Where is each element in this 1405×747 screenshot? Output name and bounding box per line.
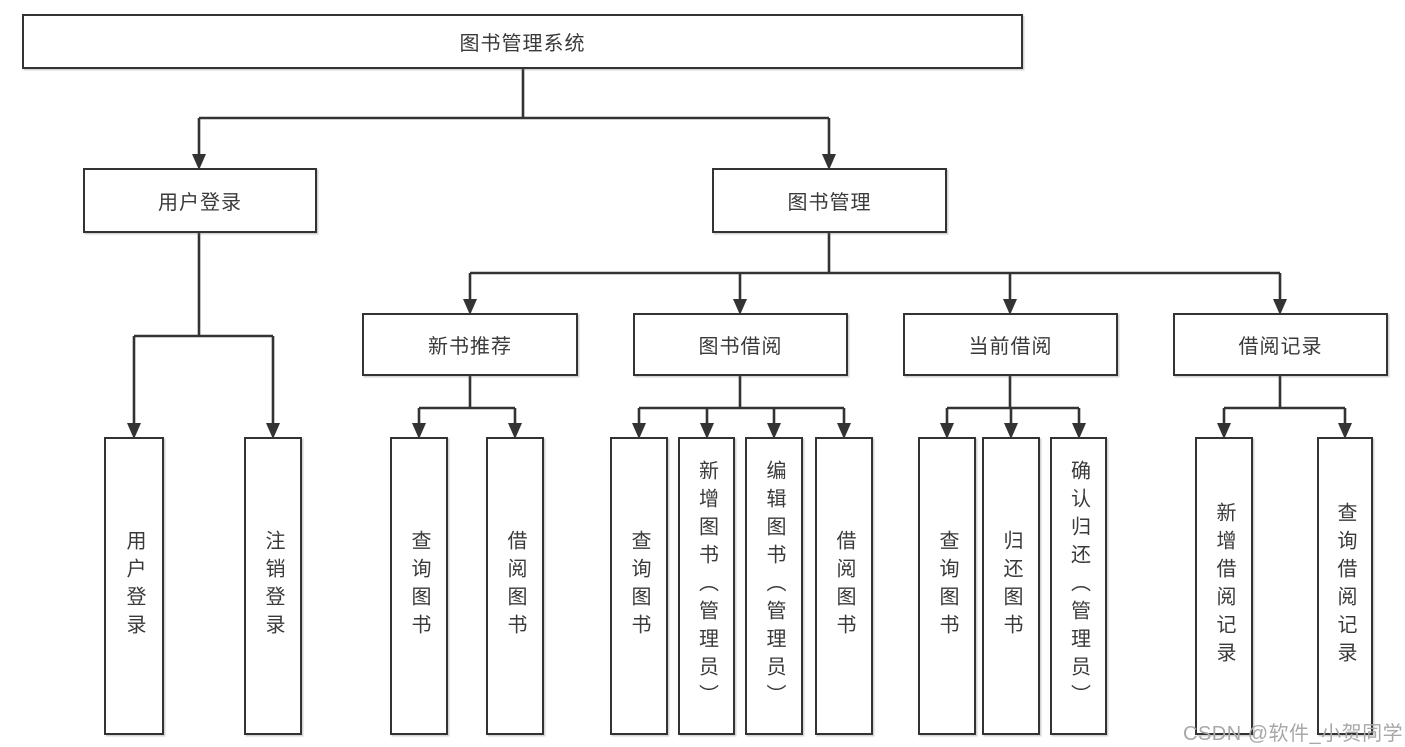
leaf-records-add-record-label: 新增借阅记录 [1213, 502, 1235, 670]
leaf-user-login-label: 用户登录 [123, 530, 145, 642]
node-book-management-label: 图书管理 [787, 192, 872, 214]
leaf-borrow-edit-books-admin: 编辑图书（管理员） [745, 437, 803, 735]
node-borrow-records: 借阅记录 [1173, 313, 1388, 376]
node-current-borrow-label: 当前借阅 [968, 336, 1053, 358]
leaf-records-query-record-label: 查询借阅记录 [1334, 502, 1356, 670]
leaf-current-return-books: 归还图书 [982, 437, 1040, 735]
leaf-logout-label: 注销登录 [262, 530, 284, 642]
leaf-recommend-borrow-books: 借阅图书 [486, 437, 544, 735]
leaf-borrow-borrow-books-label: 借阅图书 [833, 530, 855, 642]
node-current-borrow: 当前借阅 [903, 313, 1118, 376]
leaf-current-return-books-label: 归还图书 [1000, 530, 1022, 642]
node-user-login: 用户登录 [83, 168, 317, 233]
node-new-book-recommend: 新书推荐 [362, 313, 578, 376]
leaf-records-query-record: 查询借阅记录 [1317, 437, 1373, 735]
node-book-borrow: 图书借阅 [633, 313, 848, 376]
leaf-records-add-record: 新增借阅记录 [1195, 437, 1253, 735]
leaf-borrow-add-books-admin: 新增图书（管理员） [678, 437, 735, 735]
leaf-user-login: 用户登录 [104, 437, 164, 735]
leaf-borrow-borrow-books: 借阅图书 [815, 437, 873, 735]
node-new-book-recommend-label: 新书推荐 [428, 336, 512, 358]
leaf-borrow-add-books-admin-label: 新增图书（管理员） [695, 460, 718, 712]
leaf-borrow-query-books-label: 查询图书 [628, 530, 650, 642]
leaf-current-query-books-label: 查询图书 [936, 530, 958, 642]
leaf-recommend-query-books-label: 查询图书 [408, 530, 430, 642]
node-book-borrow-label: 图书借阅 [698, 336, 783, 358]
node-borrow-records-label: 借阅记录 [1238, 336, 1323, 358]
leaf-current-confirm-return-admin-label: 确认归还（管理员） [1067, 460, 1090, 712]
node-book-management: 图书管理 [712, 168, 947, 233]
leaf-logout: 注销登录 [244, 437, 302, 735]
node-root: 图书管理系统 [22, 14, 1023, 69]
leaf-current-confirm-return-admin: 确认归还（管理员） [1050, 437, 1107, 735]
leaf-current-query-books: 查询图书 [918, 437, 976, 735]
node-user-login-label: 用户登录 [158, 192, 242, 214]
leaf-recommend-borrow-books-label: 借阅图书 [504, 530, 526, 642]
leaf-borrow-edit-books-admin-label: 编辑图书（管理员） [763, 460, 785, 712]
leaf-recommend-query-books: 查询图书 [390, 437, 448, 735]
leaf-borrow-query-books: 查询图书 [610, 437, 668, 735]
node-root-label: 图书管理系统 [459, 33, 586, 55]
watermark: CSDN @软件_小贺同学 [1183, 723, 1404, 745]
